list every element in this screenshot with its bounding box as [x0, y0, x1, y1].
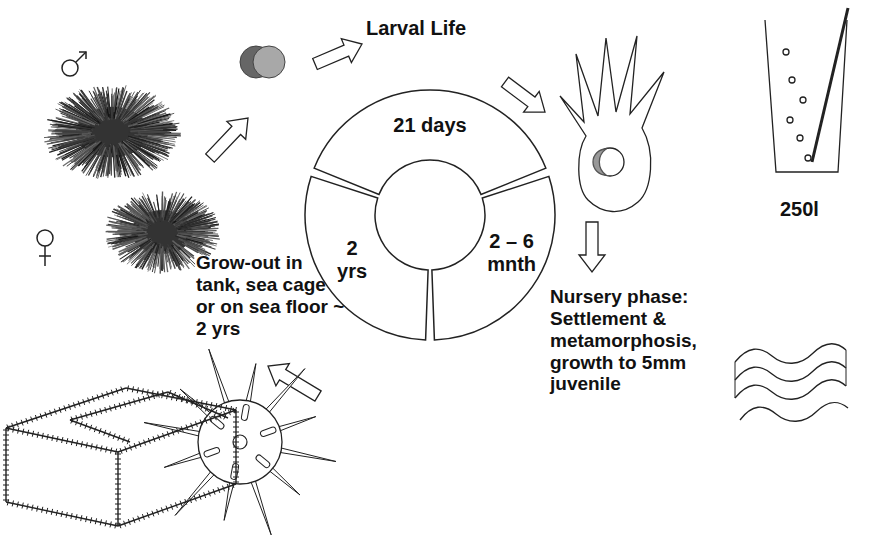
duration-label: 2 – 6 mnth [480, 230, 544, 276]
ring-segment: 2 – 6 mnth [429, 174, 557, 342]
grow-out-cage [3, 386, 239, 529]
stage-description: Nursery phase: Settlement & metamorphosi… [550, 286, 722, 395]
female-symbol [37, 230, 53, 266]
ring-segment-outline [312, 88, 548, 197]
ring-segment-path [432, 176, 555, 340]
pluteus-larva [560, 36, 664, 212]
settlement-plates [735, 344, 848, 422]
ring-segment-path [314, 90, 546, 194]
stage-description: Grow-out in tank, sea cage or on sea flo… [196, 252, 346, 339]
ring-segment-outline [303, 174, 431, 342]
duration-label: 2 yrs [334, 237, 370, 283]
cycle-arrows [206, 39, 605, 401]
ring-segment: 21 days [312, 88, 548, 197]
adult-urchins [44, 85, 220, 273]
stage-title: Larval Life [366, 17, 506, 40]
ring-segment: 2 yrs [303, 174, 431, 342]
male-symbol [62, 52, 86, 76]
culture-tank [765, 8, 848, 172]
duration-label: 21 days [370, 114, 490, 137]
fertilised-eggs [240, 46, 285, 78]
volume-label: 250l [780, 198, 850, 221]
